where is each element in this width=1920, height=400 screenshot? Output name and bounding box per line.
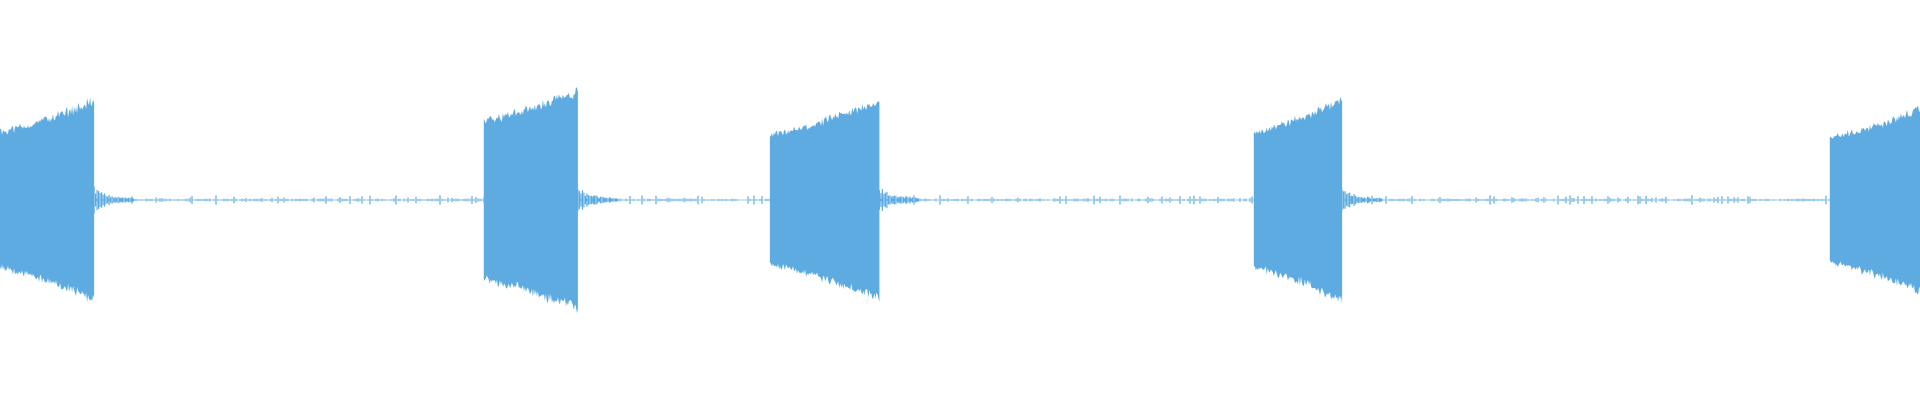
waveform-burst	[483, 87, 578, 314]
waveform-burst	[0, 97, 95, 303]
waveform-burst	[1829, 105, 1920, 295]
waveform-decay-tail	[1341, 189, 1382, 211]
waveform-decay-tail	[577, 189, 618, 211]
waveform-burst	[1253, 96, 1343, 305]
waveform-decay-tail	[878, 188, 919, 212]
waveform-burst	[769, 101, 880, 302]
waveform-noise-floor	[0, 195, 1919, 205]
waveform-decay-tail	[93, 186, 134, 214]
